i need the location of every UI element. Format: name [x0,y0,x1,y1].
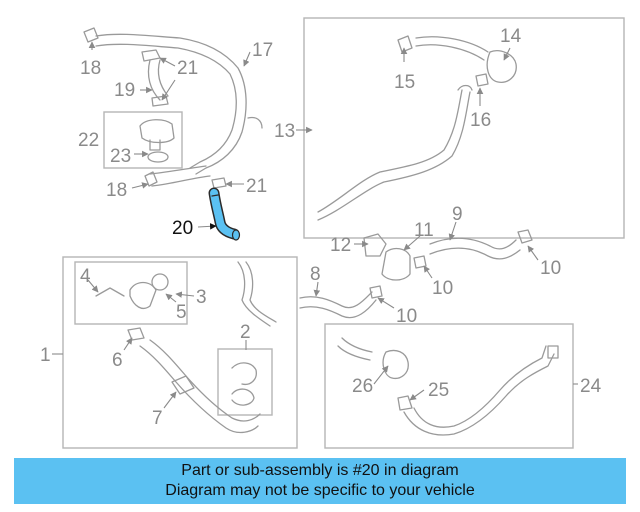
leader-lines [52,41,578,409]
callout-14: 14 [500,26,522,47]
parts-diagram: 18 21 17 19 22 23 18 21 20 13 15 14 16 1… [40,17,625,449]
callout-18: 18 [80,58,101,79]
callout-3: 3 [196,287,207,308]
callout-24: 24 [580,376,602,397]
group-box-24 [324,323,574,449]
callout-19: 19 [114,80,135,101]
callout-2: 2 [240,322,251,343]
callout-18: 18 [106,180,127,201]
hose-assembly-13 [317,35,517,221]
callout-12: 12 [330,235,351,256]
group-box-22 [103,111,183,169]
water-outlet-11 [363,233,427,299]
callout-21: 21 [177,58,198,79]
callout-9: 9 [452,204,463,225]
callout-4: 4 [80,266,91,287]
group-box-3 [74,261,188,325]
coolant-hose-20 [208,187,241,241]
hose-assembly-24 [337,337,559,436]
callout-11: 11 [414,220,434,241]
callout-25: 25 [428,380,449,401]
callout-10: 10 [432,278,453,299]
callout-22: 22 [78,130,99,151]
callout-8: 8 [310,264,321,285]
hose-9 [429,229,533,260]
hose-assembly-17 [83,27,263,189]
banner-line-part: Part or sub-assembly is #20 in diagram [181,462,459,479]
callout-5: 5 [176,302,187,323]
banner-line-disclaimer: Diagram may not be specific to your vehi… [165,482,475,499]
hose-kit-3 [95,273,169,310]
callout-16: 16 [470,110,491,131]
group-box-2 [217,348,273,416]
callout-labels: 18 21 17 19 22 23 18 21 20 13 15 14 16 1… [40,26,602,429]
group-box-1 [62,256,298,449]
callout-21: 21 [246,176,267,197]
hose-8 [299,291,377,319]
callout-13: 13 [274,121,295,142]
callout-23: 23 [110,146,131,167]
callout-26: 26 [352,376,373,397]
callout-10: 10 [396,306,417,327]
callout-17: 17 [252,40,273,61]
info-banner: Part or sub-assembly is #20 in diagram D… [14,458,626,504]
callout-10: 10 [540,258,561,279]
thermostat-housing-22 [139,119,175,163]
callout-15: 15 [394,72,415,93]
callout-20: 20 [172,218,193,239]
callout-6: 6 [112,350,123,371]
hose-assembly-1 [127,261,277,434]
callout-7: 7 [152,408,163,429]
callout-1: 1 [40,345,51,366]
